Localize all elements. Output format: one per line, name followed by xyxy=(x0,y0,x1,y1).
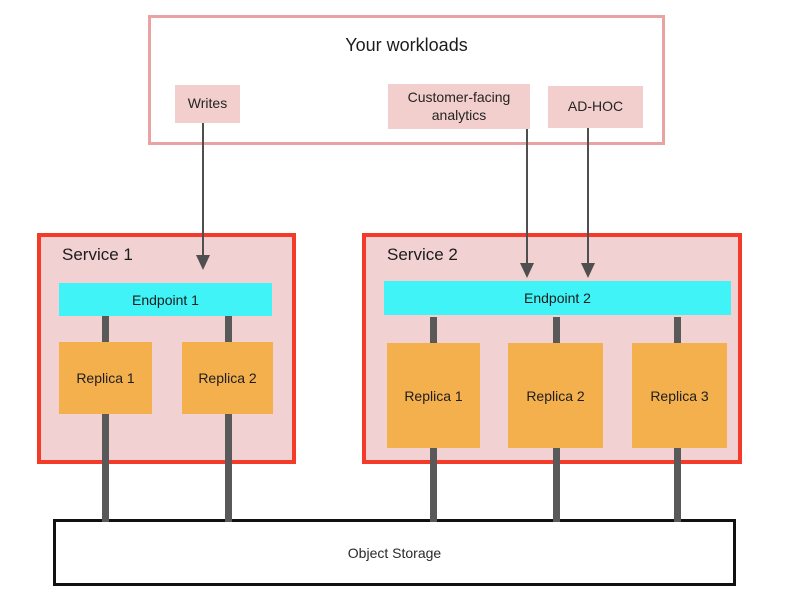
connector-s2-replica2-storage xyxy=(553,448,560,522)
replica-label: Replica 2 xyxy=(198,370,257,386)
endpoint-1-label: Endpoint 1 xyxy=(132,291,199,308)
workloads-group: Your workloads Writes Customer-facing an… xyxy=(148,15,665,145)
service-2-replica-3: Replica 3 xyxy=(632,343,727,448)
connector-endpoint2-replica2 xyxy=(553,317,560,343)
service-1-group: Service 1 Endpoint 1 Replica 1 Replica 2 xyxy=(37,233,296,464)
arrow-shaft xyxy=(587,128,589,264)
arrow-shaft xyxy=(202,123,204,256)
adhoc-to-endpoint2-arrow xyxy=(581,128,595,278)
workload-writes-label: Writes xyxy=(187,95,228,112)
replica-label: Replica 1 xyxy=(76,370,135,386)
arrow-down-icon xyxy=(196,255,210,270)
arrow-shaft xyxy=(526,129,528,264)
connector-endpoint1-replica1 xyxy=(102,316,109,342)
workload-analytics: Customer-facing analytics xyxy=(388,84,530,129)
connector-s2-replica1-storage xyxy=(430,448,437,522)
workload-adhoc-label: AD-HOC xyxy=(567,98,624,115)
analytics-to-endpoint2-arrow xyxy=(520,129,534,278)
writes-to-endpoint1-arrow xyxy=(196,123,210,270)
object-storage: Object Storage xyxy=(53,519,736,586)
connector-endpoint2-replica1 xyxy=(430,317,437,343)
object-storage-label: Object Storage xyxy=(347,544,442,561)
workloads-title: Your workloads xyxy=(345,35,468,55)
service-2-replica-2: Replica 2 xyxy=(508,343,603,448)
workload-writes: Writes xyxy=(175,85,240,123)
workload-analytics-label: Customer-facing analytics xyxy=(407,89,511,123)
connector-s1-replica2-storage xyxy=(225,414,232,522)
arrow-down-icon xyxy=(581,263,595,278)
endpoint-2: Endpoint 2 xyxy=(384,281,731,315)
connector-s2-replica3-storage xyxy=(674,448,681,522)
connector-s1-replica1-storage xyxy=(102,414,109,522)
connector-endpoint2-replica3 xyxy=(674,317,681,343)
service-1-replica-2: Replica 2 xyxy=(182,342,273,414)
endpoint-2-label: Endpoint 2 xyxy=(524,290,591,306)
replica-label: Replica 3 xyxy=(650,387,709,404)
service-2-replica-1: Replica 1 xyxy=(387,343,480,448)
service-2-title: Service 2 xyxy=(387,245,458,264)
replica-label: Replica 2 xyxy=(526,387,585,404)
service-1-replica-1: Replica 1 xyxy=(59,342,152,414)
replica-label: Replica 1 xyxy=(404,387,463,404)
service-1-title: Service 1 xyxy=(62,245,133,264)
service-2-group: Service 2 Endpoint 2 Replica 1 Replica 2… xyxy=(362,233,742,464)
endpoint-1: Endpoint 1 xyxy=(59,283,272,316)
arrow-down-icon xyxy=(520,263,534,278)
connector-endpoint1-replica2 xyxy=(225,316,232,342)
workload-adhoc: AD-HOC xyxy=(548,86,643,128)
